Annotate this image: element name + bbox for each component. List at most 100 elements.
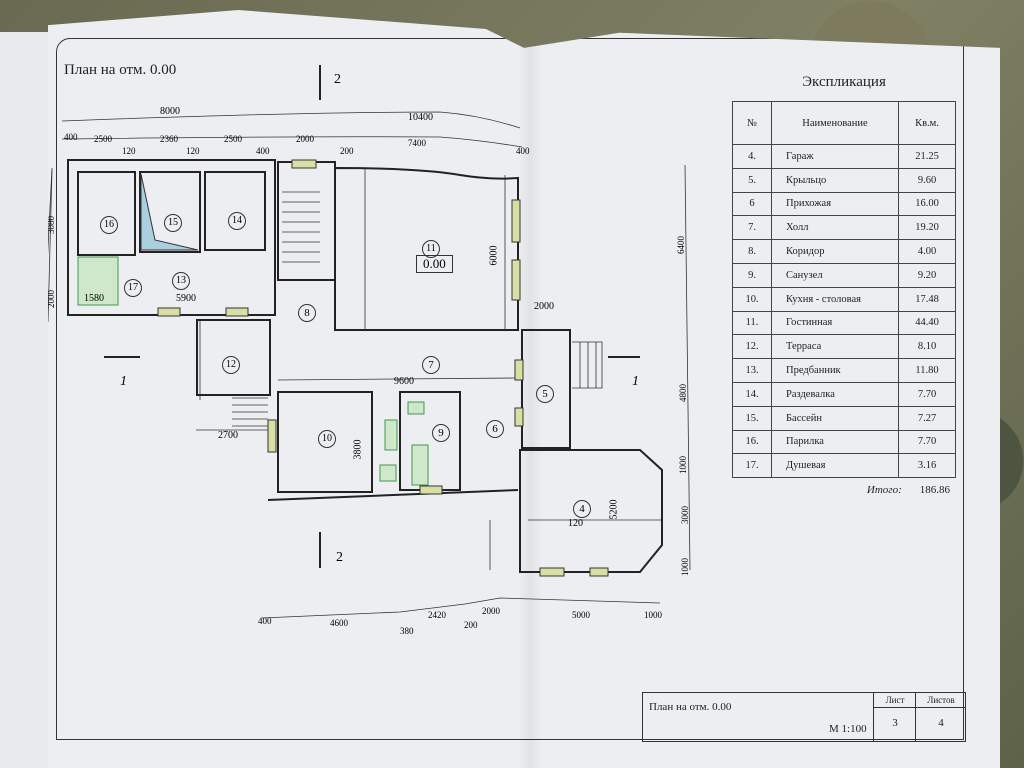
row-name: Холл: [771, 215, 899, 241]
window: [225, 307, 249, 317]
wall-terrace: [196, 319, 271, 396]
level-mark: 0.00: [416, 255, 453, 273]
dim-bottom-2420: 2420: [428, 610, 446, 620]
dim-5200: 120: [568, 518, 583, 529]
dim-6000: 6000: [488, 245, 500, 266]
row-name: Гараж: [771, 144, 899, 169]
dim-top-400a: 400: [64, 132, 78, 142]
dim-line-left-chain: [48, 169, 53, 323]
room-number-5: 5: [536, 385, 554, 403]
drawing-sheet: План на отм. 0.00: [48, 10, 1000, 768]
title-block: План на отм. 0.00 М 1:100 Лист 3 Листов …: [642, 692, 966, 742]
row-num: 5.: [732, 167, 772, 193]
row-num: 4.: [732, 144, 772, 169]
row-name: Бассейн: [771, 405, 899, 431]
bathtub-fixture: [411, 444, 429, 486]
dim-bottom-4600: 4600: [330, 618, 348, 628]
row-name: Крыльцо: [771, 167, 899, 193]
dim-line-right: [684, 164, 691, 571]
wall-living: [334, 166, 519, 331]
row-area: 19.20: [898, 215, 956, 241]
stair-steps-terrace: [232, 397, 268, 427]
dim-top-120b: 120: [186, 146, 200, 156]
header-num: №: [732, 101, 772, 145]
row-num: 11.: [732, 310, 772, 336]
row-area: 4.00: [898, 239, 956, 264]
dim-right-6400: 6400: [676, 236, 686, 254]
dim-right-3000: 3000: [680, 506, 690, 524]
section-label-2-top: 2: [334, 72, 341, 87]
dim-4200: 5200: [608, 499, 620, 520]
room-number-15: 15: [164, 214, 182, 232]
row-name: Коридор: [771, 239, 899, 264]
room-number-12: 12: [222, 356, 240, 374]
room-number-10: 10: [318, 430, 336, 448]
row-name: Раздевалка: [771, 381, 899, 407]
row-name: Терраса: [771, 334, 899, 360]
section-label-1-right: 1: [632, 374, 639, 389]
row-area: 3.16: [898, 453, 956, 479]
dim-bottom-380: 380: [400, 626, 414, 636]
row-name: Предбанник: [771, 358, 899, 383]
room-number-9: 9: [432, 424, 450, 442]
room-number-4: 4: [573, 500, 591, 518]
room-number-14: 14: [228, 212, 246, 230]
window: [511, 259, 521, 301]
section-label-2-bottom: 2: [336, 550, 343, 565]
dimension-lines: [48, 111, 691, 619]
window: [291, 159, 317, 169]
row-num: 6: [732, 191, 772, 217]
toilet-fixture: [407, 401, 425, 415]
wall-room-14: [204, 171, 266, 251]
fixtures: [77, 256, 429, 486]
room-number-17: 17: [124, 279, 142, 297]
dim-line-top-overall: [61, 111, 521, 129]
dim-top-2360: 2360: [160, 134, 178, 144]
room-number-6: 6: [486, 420, 504, 438]
dim-top-10400: 10400: [408, 112, 433, 123]
window: [539, 567, 565, 577]
window: [267, 419, 277, 453]
dim-top-400b: 400: [256, 146, 270, 156]
dim-top-2000: 2000: [296, 134, 314, 144]
row-name: Гостинная: [771, 310, 899, 336]
wall-bathroom: [399, 391, 461, 491]
dim-top-200: 200: [340, 146, 354, 156]
sheets-total: 4: [938, 717, 944, 729]
header-name: Наименование: [771, 101, 899, 145]
dim-1580: 1580: [84, 293, 104, 304]
dim-bottom-1000: 1000: [644, 610, 662, 620]
explication-panel: Экспликация № Наименование Кв.м. 4.Гараж…: [732, 74, 956, 496]
total-row: Итого: 186.86: [732, 484, 956, 496]
wall-room-16: [77, 171, 136, 256]
dim-3800: 3800: [352, 439, 364, 460]
row-area: 7.70: [898, 381, 956, 407]
row-num: 8.: [732, 239, 772, 264]
row-area: 7.70: [898, 429, 956, 455]
stair-steps-main: [282, 191, 320, 263]
row-area: 11.80: [898, 358, 956, 383]
sheet-cell: Лист 3: [873, 693, 916, 741]
row-name: Кухня - столовая: [771, 286, 899, 312]
dim-line-bottom: [261, 597, 661, 619]
room-number-7: 7: [422, 356, 440, 374]
row-num: 15.: [732, 405, 772, 431]
total-label: Итого:: [866, 484, 902, 497]
title-block-name: План на отм. 0.00: [649, 701, 732, 713]
dim-right-1000b: 1000: [680, 558, 690, 576]
dim-right-4800: 4800: [678, 384, 688, 402]
table-header-row: № Наименование Кв.м.: [732, 101, 956, 145]
row-num: 16.: [732, 429, 772, 455]
dim-top-120a: 120: [122, 146, 136, 156]
